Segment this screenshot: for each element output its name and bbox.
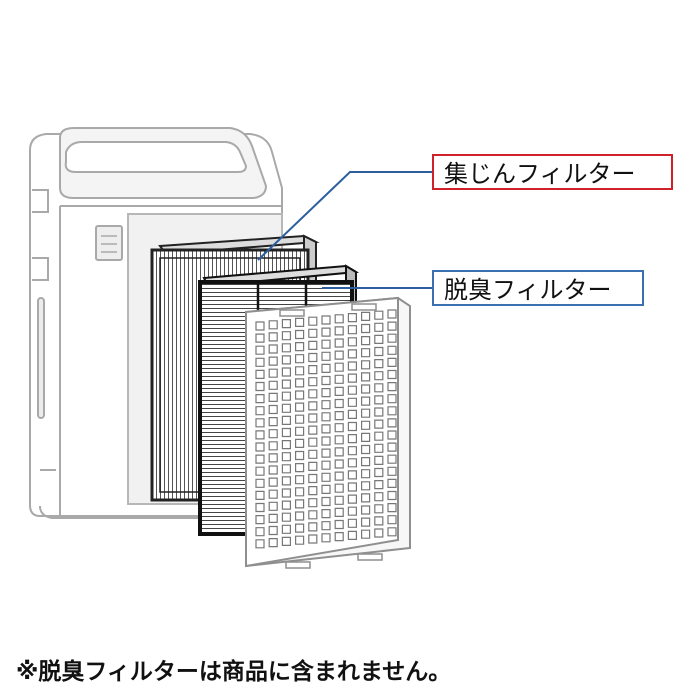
- leader-lines: [257, 171, 432, 289]
- footnote-note: ※脱臭フィルターは商品に含まれません。: [16, 659, 452, 685]
- deodorizing-filter-label: 脱臭フィルター: [432, 270, 644, 306]
- leader-line-dust-filter: [257, 171, 432, 261]
- pre-filter-panel: [245, 296, 411, 569]
- dust-filter-label: 集じんフィルター: [432, 154, 673, 190]
